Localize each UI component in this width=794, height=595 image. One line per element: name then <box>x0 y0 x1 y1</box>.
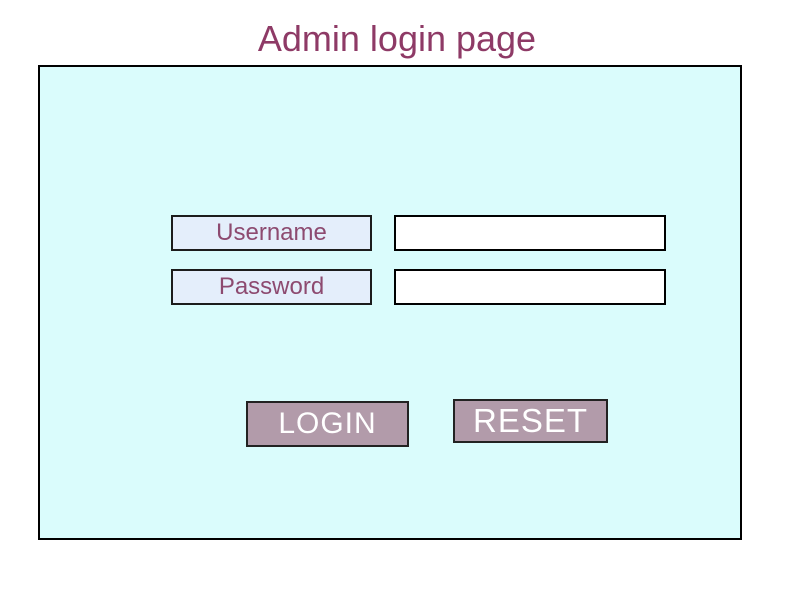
username-input[interactable] <box>394 215 666 251</box>
login-button[interactable]: LOGIN <box>246 401 409 447</box>
password-label: Password <box>171 269 372 305</box>
page-title: Admin login page <box>257 18 537 59</box>
login-panel: Username Password LOGIN RESET <box>38 65 742 540</box>
username-label: Username <box>171 215 372 251</box>
password-input[interactable] <box>394 269 666 305</box>
username-label-text: Username <box>216 219 327 246</box>
reset-button[interactable]: RESET <box>453 399 608 443</box>
password-label-text: Password <box>218 273 325 300</box>
